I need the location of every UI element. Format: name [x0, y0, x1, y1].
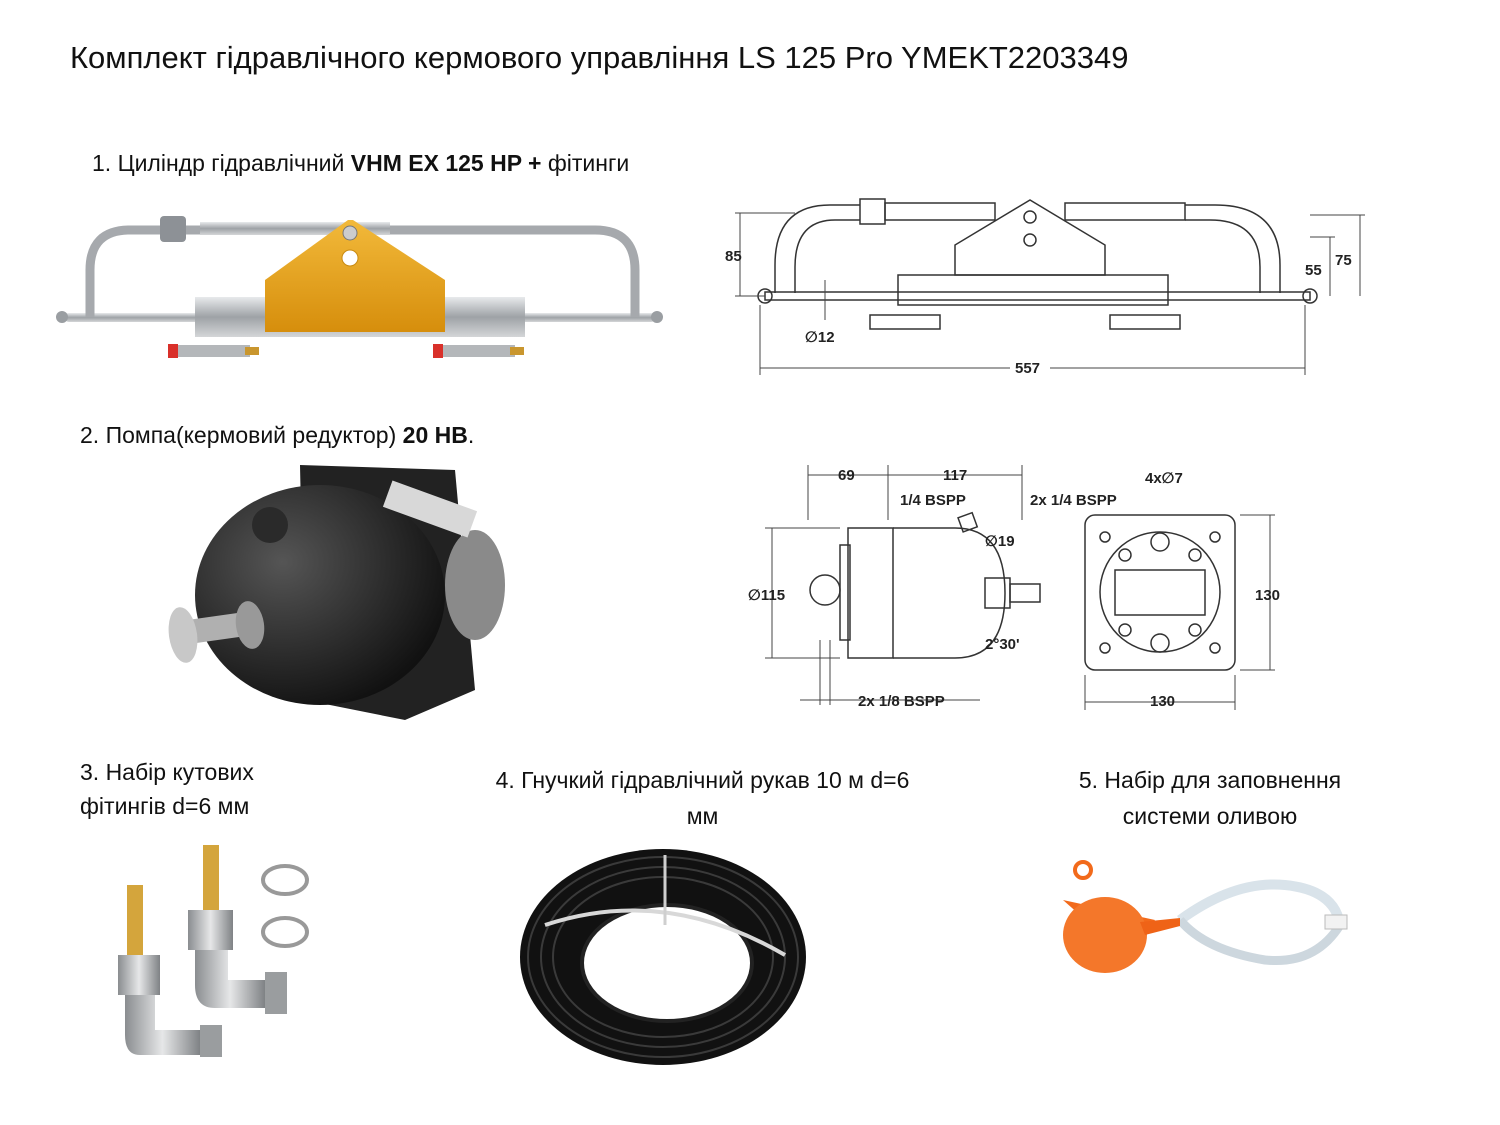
- hose-coil-photo: [520, 849, 806, 1065]
- item-3-caption: 3. Набір кутових фітингів d=6 мм: [80, 755, 254, 823]
- cyl-dim-12: ∅12: [805, 329, 835, 346]
- item-2-caption: 2. Помпа(кермовий редуктор) 20 HB.: [80, 422, 474, 449]
- item-1-bold: VHM EX 125 HP +: [350, 150, 542, 176]
- item-4-line2: мм: [686, 803, 719, 829]
- cyl-dim-85: 85: [725, 248, 742, 265]
- item-5-line2: системи оливою: [1122, 803, 1298, 829]
- cyl-dim-55: 55: [1305, 262, 1322, 279]
- pump-dim-117: 117: [943, 467, 967, 484]
- angle-fittings-photo: [118, 845, 309, 1057]
- cyl-dim-75: 75: [1335, 252, 1352, 269]
- item-5-caption: 5. Набір для заповнення системи оливою: [1040, 762, 1380, 834]
- item-4-line1: 4. Гнучкий гідравлічний рукав 10 м d=6: [495, 767, 910, 793]
- pump-dim-115: ∅115: [748, 587, 785, 604]
- pump-dim-130-h: 130: [1150, 693, 1175, 710]
- item-2-suffix: .: [467, 422, 475, 448]
- cylinder-photo: [56, 216, 663, 358]
- item-3-line1: 3. Набір кутових: [80, 759, 254, 785]
- pump-angle: 2°30': [985, 636, 1020, 653]
- pump-thread-front: 2x 1/4 BSPP: [1030, 492, 1117, 509]
- item-1-caption: 1. Циліндр гідравлічний VHM EX 125 HP + …: [92, 150, 629, 177]
- item-4-caption: 4. Гнучкий гідравлічний рукав 10 м d=6 м…: [440, 762, 965, 834]
- item-1-suffix: фітинги: [541, 150, 630, 176]
- item-2-prefix: 2. Помпа(кермовий редуктор): [80, 422, 403, 448]
- item-1-prefix: 1. Циліндр гідравлічний: [92, 150, 351, 176]
- pump-photo: [168, 465, 505, 720]
- item-3-line2: фітингів d=6 мм: [80, 793, 250, 819]
- pump-thread-bottom: 2x 1/8 BSPP: [858, 693, 945, 710]
- cyl-dim-557: 557: [1015, 360, 1040, 377]
- page-title: Комплект гідравлічного кермового управлі…: [70, 40, 1129, 75]
- pump-drawing: 69 117 1/4 BSPP ∅19 ∅115 2°30' 2x 1/8 BS…: [748, 465, 1280, 710]
- pump-dim-69: 69: [838, 467, 855, 484]
- cylinder-drawing: 85 55 75 ∅12 557: [725, 198, 1365, 377]
- item-2-bold: 20 HB: [402, 422, 468, 448]
- oil-fill-kit-photo: [1063, 860, 1348, 973]
- item-5-line1: 5. Набір для заповнення: [1078, 767, 1342, 793]
- pump-dim-19: ∅19: [985, 533, 1015, 550]
- pump-thread-top: 1/4 BSPP: [900, 492, 966, 509]
- pump-holes: 4x∅7: [1145, 470, 1183, 487]
- pump-dim-130-v: 130: [1255, 587, 1280, 604]
